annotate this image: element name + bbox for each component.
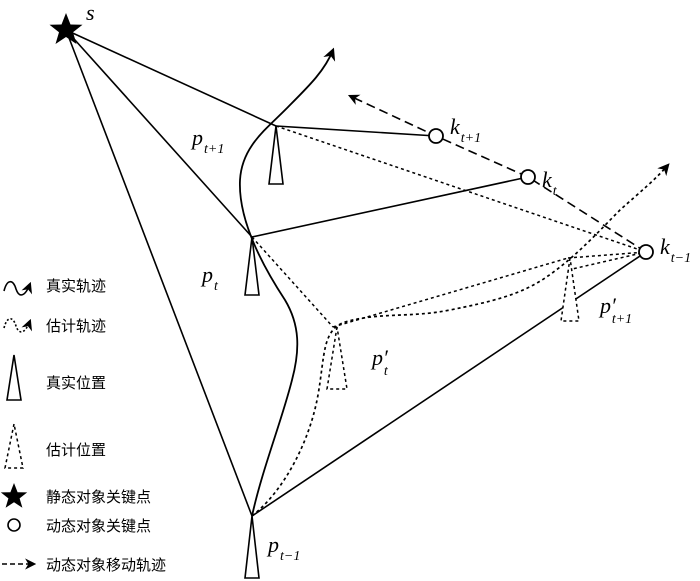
legend-dynamic-motion: 动态对象移动轨迹: [46, 556, 166, 574]
real-position-t-plus-1: [268, 125, 284, 185]
legend-real-position: 真实位置: [46, 374, 106, 392]
label-pp-now: p′t: [370, 345, 389, 379]
static-keypoint-icon: [0, 483, 28, 508]
dynamic-keypoint-icon: [7, 518, 21, 532]
estimated-positions: [326, 257, 580, 390]
legend-estimated-position: 估计位置: [46, 441, 106, 459]
estimated-position-icon: [4, 423, 24, 469]
true-observation-lines: [251, 125, 647, 517]
estimated-trajectory: [251, 163, 670, 517]
static-observation-lines: [65, 29, 277, 517]
real-position-t-minus-1: [244, 515, 260, 579]
label-k-now: kt: [542, 167, 558, 199]
legend: 真实轨迹 估计轨迹 真实位置 估计位置 静态对象关键点 动态对象关键点 动态对象…: [0, 277, 166, 574]
real-trajectory: [239, 47, 336, 517]
legend-real-trajectory: 真实轨迹: [46, 277, 106, 295]
label-p-prev: pt−1: [266, 532, 300, 564]
real-positions: [244, 125, 284, 579]
label-p-next: pt+1: [190, 125, 224, 157]
real-position-icon: [6, 354, 22, 401]
legend-static-keypoint: 静态对象关键点: [46, 488, 151, 506]
estimated-observation-lines: [251, 125, 647, 328]
dynamic-keypoint-k-next: [428, 128, 444, 144]
dynamic-keypoints: [428, 128, 654, 260]
estimated-position-t-plus-1: [560, 257, 580, 322]
estimated-position-t: [326, 326, 348, 390]
label-k-prev: kt−1: [660, 234, 691, 266]
dynamic-object-trajectory: [347, 94, 647, 253]
label-pp-next: p′t+1: [598, 293, 632, 327]
dynamic-keypoint-k-prev: [638, 244, 654, 260]
real-trajectory-icon: [3, 280, 33, 296]
legend-dynamic-keypoint: 动态对象关键点: [46, 517, 151, 535]
label-s: s: [86, 0, 95, 25]
legend-estimated-trajectory: 估计轨迹: [46, 317, 106, 335]
estimated-trajectory-icon: [3, 317, 33, 333]
label-k-next: kt+1: [450, 114, 481, 146]
dynamic-keypoint-k-now: [520, 169, 536, 185]
static-keypoint-s: [49, 13, 83, 44]
real-position-t: [244, 236, 260, 296]
label-p-now: pt: [200, 262, 219, 294]
